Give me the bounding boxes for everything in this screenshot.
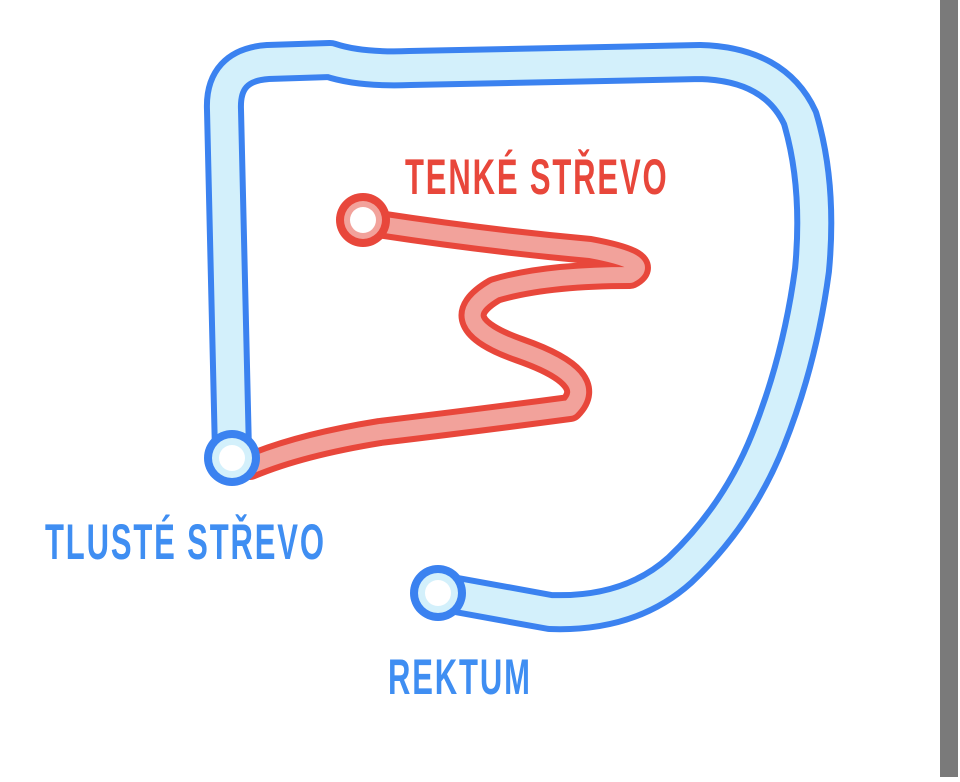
large-intestine-ring — [204, 430, 260, 486]
small-intestine-ring — [336, 193, 390, 247]
large-intestine-label: TLUSTÉ STŘEVO — [45, 514, 326, 570]
small-intestine-label: TENKÉ STŘEVO — [405, 149, 669, 205]
page-edge-bar — [940, 0, 958, 777]
large-intestine-fill — [209, 46, 829, 627]
small-intestine-fill — [242, 214, 645, 474]
large-intestine — [203, 40, 835, 633]
rectum-label: REKTUM — [388, 649, 532, 705]
small-intestine — [236, 208, 651, 480]
rectum-ring — [410, 565, 466, 621]
